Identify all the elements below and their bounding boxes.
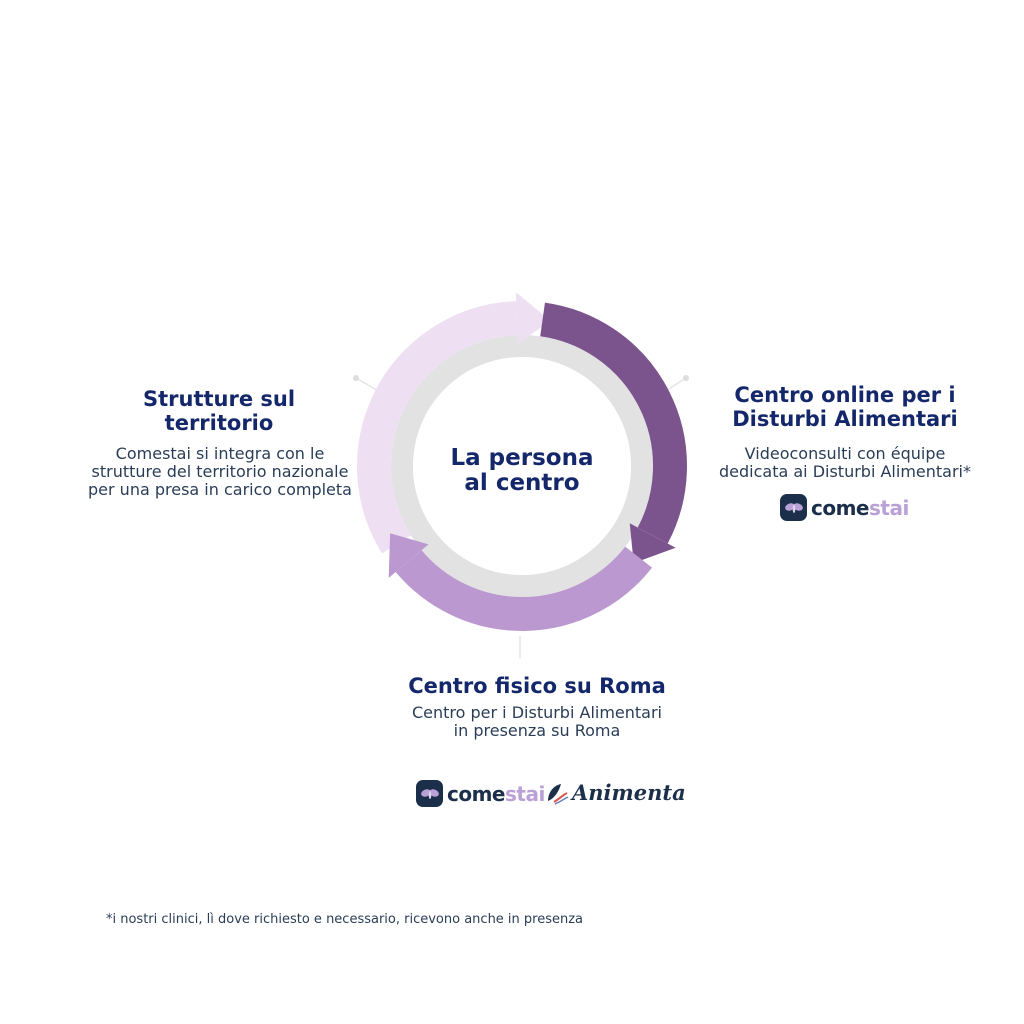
comestai-moth-icon (780, 494, 807, 521)
territory-arrowhead (515, 292, 551, 345)
right-title-line: Centro online per i (734, 383, 956, 407)
rome-arrowhead (388, 533, 429, 578)
connector-dot-right (683, 375, 689, 381)
right-body-line: Videoconsulti con équipe (744, 444, 946, 463)
left-title: Strutture sul territorio (90, 387, 348, 435)
logo-text: come (447, 781, 506, 806)
center-line-1: La persona (450, 445, 594, 471)
center-line-2: al centro (464, 470, 580, 496)
left-body-line: Comestai si integra con le (115, 444, 325, 463)
logo-text: stai (869, 495, 909, 520)
comestai-logo-right: comestai (780, 494, 909, 521)
left-body-line: per una presa in carico completa (88, 480, 352, 499)
rome-arc (395, 546, 653, 631)
animenta-text: Animenta (572, 780, 686, 805)
animenta-leaf-icon (548, 783, 569, 805)
connector-dot-left (353, 375, 359, 381)
right-title: Centro online per i Disturbi Alimentari (700, 383, 990, 431)
logo-text: stai (505, 781, 545, 806)
bottom-body-line: Centro per i Disturbi Alimentari (411, 703, 662, 722)
right-title-line: Disturbi Alimentari (732, 407, 958, 431)
online-arrowhead (629, 523, 676, 564)
bottom-body: Centro per i Disturbi Alimentari in pres… (370, 704, 704, 740)
comestai-moth-icon (416, 780, 443, 807)
right-body-line: dedicata ai Disturbi Alimentari* (719, 462, 971, 481)
bottom-title: Centro fisico su Roma (408, 674, 666, 698)
footnote: *i nostri clinici, lì dove richiesto e n… (106, 912, 584, 927)
left-body: Comestai si integra con le strutture del… (50, 445, 390, 499)
left-body-line: strutture del territorio nazionale (91, 462, 349, 481)
comestai-logo-bottom: comestai (416, 780, 545, 807)
inner-ring (391, 335, 653, 597)
center-label: La persona al centro (422, 446, 622, 496)
territory-arc (357, 301, 518, 554)
animenta-logo: Animenta (545, 780, 686, 805)
center-circle (413, 357, 631, 575)
left-title-line: Strutture sul (142, 387, 296, 411)
logo-text: come (811, 495, 870, 520)
online-arc (539, 302, 687, 544)
right-body: Videoconsulti con équipe dedicata ai Dis… (690, 445, 1000, 481)
bottom-body-line: in presenza su Roma (453, 721, 621, 740)
left-title-line: territorio (164, 411, 274, 435)
